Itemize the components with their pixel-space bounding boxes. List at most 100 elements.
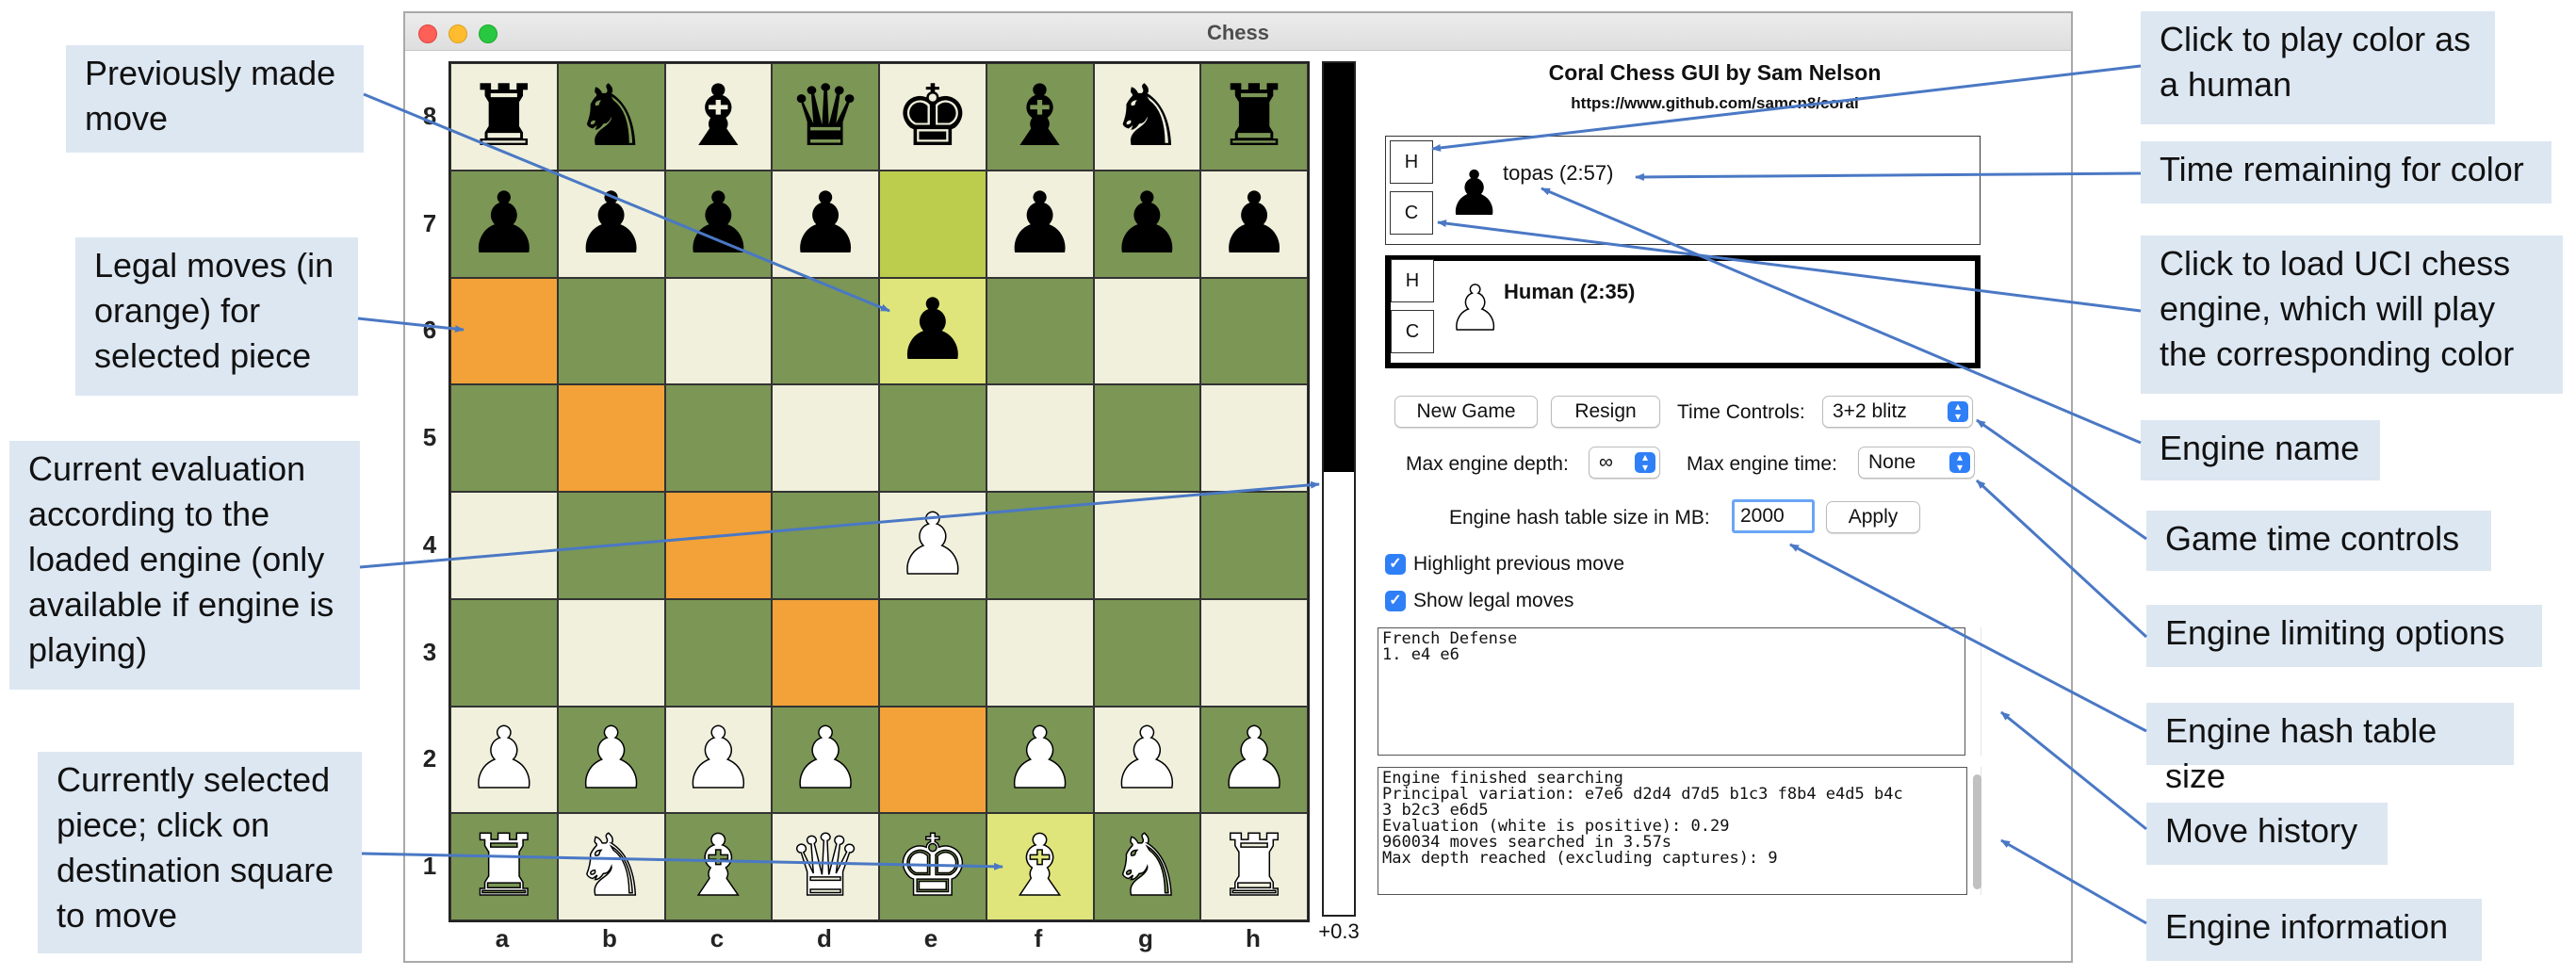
square-f6[interactable] bbox=[986, 277, 1094, 385]
white-knight-icon[interactable]: ♞ bbox=[573, 817, 650, 917]
black-bishop-icon[interactable]: ♝ bbox=[1002, 66, 1078, 166]
square-f4[interactable] bbox=[986, 492, 1094, 599]
square-h1[interactable]: ♜ bbox=[1200, 813, 1308, 920]
black-pawn-icon[interactable]: ♟ bbox=[1215, 173, 1293, 273]
minimize-window-button[interactable] bbox=[448, 24, 467, 43]
square-b6[interactable] bbox=[557, 277, 665, 385]
square-f2[interactable]: ♟ bbox=[986, 706, 1094, 814]
max-time-select[interactable]: None ▴▾ bbox=[1858, 447, 1975, 479]
square-d2[interactable]: ♟ bbox=[772, 706, 879, 814]
engine-info-scrollbar[interactable] bbox=[1973, 774, 1981, 889]
square-a3[interactable] bbox=[450, 598, 558, 707]
white-bishop-icon[interactable]: ♝ bbox=[679, 817, 757, 917]
square-g4[interactable] bbox=[1093, 492, 1201, 599]
square-d5[interactable] bbox=[772, 384, 879, 492]
square-f5[interactable] bbox=[986, 384, 1094, 492]
square-d7[interactable]: ♟ bbox=[772, 170, 879, 278]
white-pawn-icon[interactable]: ♟ bbox=[894, 495, 971, 594]
square-h7[interactable]: ♟ bbox=[1200, 170, 1308, 278]
square-b1[interactable]: ♞ bbox=[557, 813, 665, 920]
square-c7[interactable]: ♟ bbox=[664, 170, 773, 278]
app-url[interactable]: https://www.github.com/samcn8/coral bbox=[1571, 94, 1859, 112]
square-h4[interactable] bbox=[1200, 492, 1308, 599]
square-f1[interactable]: ♝ bbox=[986, 813, 1094, 920]
square-a7[interactable]: ♟ bbox=[450, 170, 558, 278]
resign-button[interactable]: Resign bbox=[1551, 396, 1660, 428]
square-e1[interactable]: ♚ bbox=[879, 813, 986, 920]
black-queen-icon[interactable]: ♛ bbox=[787, 66, 864, 166]
white-rook-icon[interactable]: ♜ bbox=[465, 817, 543, 917]
square-b4[interactable] bbox=[557, 492, 665, 599]
square-b5[interactable] bbox=[557, 384, 665, 492]
black-king-icon[interactable]: ♚ bbox=[894, 66, 971, 166]
maximize-window-button[interactable] bbox=[479, 24, 497, 43]
white-king-icon[interactable]: ♚ bbox=[894, 817, 971, 917]
square-e4[interactable]: ♟ bbox=[879, 492, 986, 599]
square-a2[interactable]: ♟ bbox=[450, 706, 558, 814]
apply-button[interactable]: Apply bbox=[1826, 501, 1920, 533]
square-a1[interactable]: ♜ bbox=[450, 813, 558, 920]
square-h3[interactable] bbox=[1200, 598, 1308, 707]
square-f8[interactable]: ♝ bbox=[986, 63, 1094, 171]
black-knight-icon[interactable]: ♞ bbox=[1109, 66, 1185, 166]
square-a8[interactable]: ♜ bbox=[450, 63, 558, 171]
hash-size-input[interactable]: 2000 bbox=[1732, 499, 1815, 533]
black-pawn-icon[interactable]: ♟ bbox=[465, 173, 543, 273]
time-controls-select[interactable]: 3+2 blitz ▴▾ bbox=[1822, 396, 1973, 428]
square-f3[interactable] bbox=[986, 598, 1094, 707]
black-rook-icon[interactable]: ♜ bbox=[465, 66, 543, 166]
square-e8[interactable]: ♚ bbox=[879, 63, 986, 171]
black-rook-icon[interactable]: ♜ bbox=[1215, 66, 1293, 166]
black-pawn-icon[interactable]: ♟ bbox=[1109, 173, 1185, 273]
square-b7[interactable]: ♟ bbox=[557, 170, 665, 278]
white-pawn-icon[interactable]: ♟ bbox=[1215, 709, 1293, 809]
white-bishop-icon[interactable]: ♝ bbox=[1002, 817, 1079, 917]
square-d3[interactable] bbox=[772, 598, 879, 707]
black-pawn-icon[interactable]: ♟ bbox=[1002, 173, 1078, 273]
square-h2[interactable]: ♟ bbox=[1200, 706, 1308, 814]
square-e5[interactable] bbox=[879, 384, 986, 492]
square-c5[interactable] bbox=[664, 384, 773, 492]
white-pawn-icon[interactable]: ♟ bbox=[573, 709, 650, 809]
square-e3[interactable] bbox=[879, 598, 986, 707]
white-knight-icon[interactable]: ♞ bbox=[1108, 817, 1185, 917]
black-pawn-icon[interactable]: ♟ bbox=[787, 173, 864, 273]
close-window-button[interactable] bbox=[418, 24, 437, 43]
square-b2[interactable]: ♟ bbox=[557, 706, 665, 814]
square-h8[interactable]: ♜ bbox=[1200, 63, 1308, 171]
highlight-previous-checkbox[interactable]: ✓ bbox=[1385, 554, 1406, 575]
square-c8[interactable]: ♝ bbox=[664, 63, 773, 171]
square-b3[interactable] bbox=[557, 598, 665, 707]
square-e6[interactable]: ♟ bbox=[879, 277, 986, 385]
square-g5[interactable] bbox=[1093, 384, 1201, 492]
new-game-button[interactable]: New Game bbox=[1394, 396, 1538, 428]
square-g7[interactable]: ♟ bbox=[1093, 170, 1201, 278]
black-pawn-icon[interactable]: ♟ bbox=[573, 173, 649, 273]
square-c3[interactable] bbox=[664, 598, 773, 707]
white-rook-icon[interactable]: ♜ bbox=[1215, 817, 1293, 917]
black-computer-button[interactable]: C bbox=[1390, 191, 1433, 235]
square-h5[interactable] bbox=[1200, 384, 1308, 492]
move-history-textbox[interactable]: French Defense 1. e4 e6 bbox=[1378, 627, 1965, 756]
square-f7[interactable]: ♟ bbox=[986, 170, 1094, 278]
square-e7[interactable] bbox=[879, 170, 986, 278]
square-d4[interactable] bbox=[772, 492, 879, 599]
white-pawn-icon[interactable]: ♟ bbox=[1002, 709, 1079, 809]
square-d8[interactable]: ♛ bbox=[772, 63, 879, 171]
square-a4[interactable] bbox=[450, 492, 558, 599]
square-e2[interactable] bbox=[879, 706, 986, 814]
white-pawn-icon[interactable]: ♟ bbox=[787, 709, 864, 809]
square-b8[interactable]: ♞ bbox=[557, 63, 665, 171]
square-g6[interactable] bbox=[1093, 277, 1201, 385]
square-c2[interactable]: ♟ bbox=[664, 706, 773, 814]
white-pawn-icon[interactable]: ♟ bbox=[679, 709, 757, 809]
black-bishop-icon[interactable]: ♝ bbox=[680, 66, 757, 166]
white-queen-icon[interactable]: ♛ bbox=[787, 817, 864, 917]
square-d1[interactable]: ♛ bbox=[772, 813, 879, 920]
square-g1[interactable]: ♞ bbox=[1093, 813, 1201, 920]
black-knight-icon[interactable]: ♞ bbox=[573, 66, 649, 166]
square-d6[interactable] bbox=[772, 277, 879, 385]
square-a5[interactable] bbox=[450, 384, 558, 492]
white-pawn-icon[interactable]: ♟ bbox=[1108, 709, 1185, 809]
max-depth-select[interactable]: ∞ ▴▾ bbox=[1589, 447, 1660, 479]
